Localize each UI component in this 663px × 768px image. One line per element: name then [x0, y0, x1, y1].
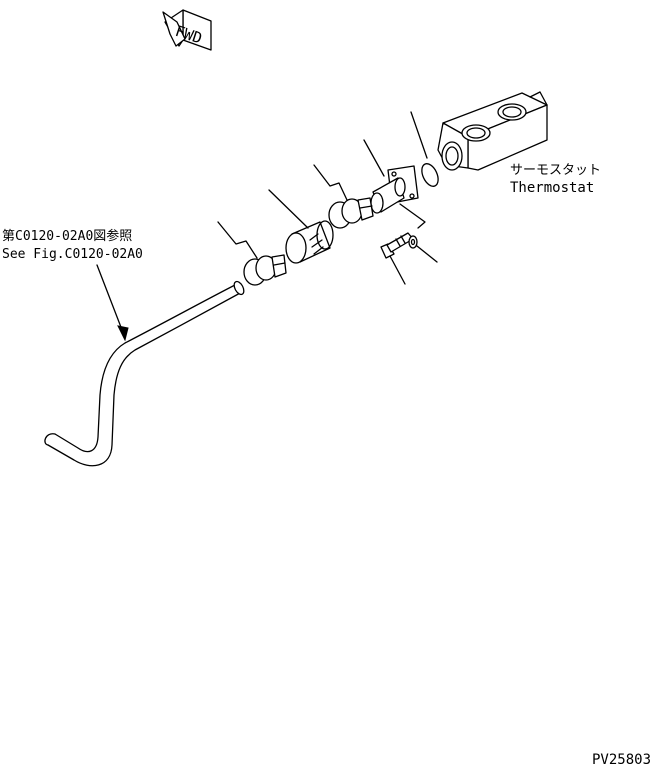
leader-line-clamp-lower: [217, 221, 258, 259]
gasket: [421, 163, 439, 187]
thermostat-label-jp: サーモスタット: [510, 163, 601, 178]
water-hose: [44, 280, 245, 467]
leader-line-connector: [363, 139, 385, 177]
reference-label-en: See Fig.C0120-02A0: [2, 247, 143, 262]
reference-leader: [96, 264, 125, 336]
bolt: [380, 232, 414, 259]
washer: [408, 235, 418, 249]
leader-line-clamp-upper: [313, 164, 348, 201]
outlet-connector: [370, 165, 419, 214]
leader-line-washer: [416, 245, 438, 263]
leader-line-gasket: [410, 111, 428, 159]
reference-arrowhead-icon: [117, 325, 129, 342]
leader-line-hose-short: [268, 189, 309, 229]
drawing-number: PV25803: [592, 752, 651, 768]
thermostat-housing: [437, 91, 548, 171]
hose-clamp-upper: [328, 197, 374, 229]
leader-line-bolt: [389, 255, 406, 285]
rubber-hose-short: [285, 220, 334, 264]
leader-line-bolt-washer: [399, 203, 426, 229]
reference-label-jp: 第C0120-02A0図参照: [2, 228, 132, 244]
fwd-arrow-icon: [162, 9, 212, 51]
thermostat-label-en: Thermostat: [510, 180, 594, 196]
hose-clamp-lower: [243, 254, 287, 286]
